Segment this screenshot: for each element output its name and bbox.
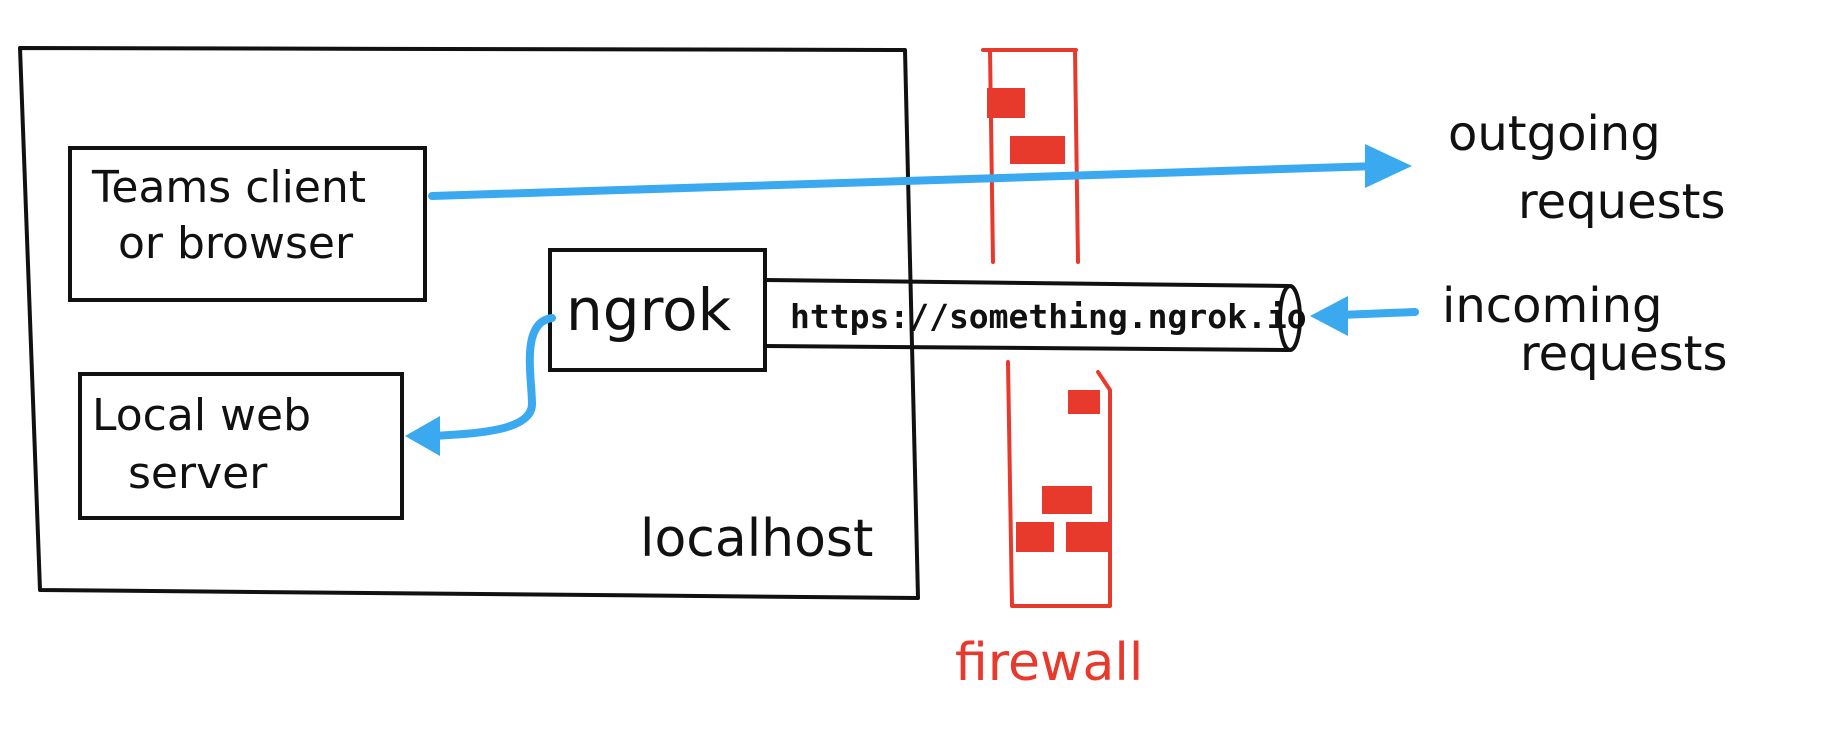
teams-client-label-line1: Teams client	[91, 162, 366, 213]
local-web-server-label-line1: Local web	[92, 390, 311, 441]
outgoing-arrowhead	[1365, 144, 1412, 188]
ngrok-label: ngrok	[566, 276, 732, 344]
outgoing-label-line2: requests	[1518, 174, 1725, 230]
firewall-brick	[1042, 486, 1092, 514]
firewall-brick	[1010, 136, 1065, 164]
ngrok-tunnel-pipe	[763, 278, 1290, 352]
localhost-label: localhost	[640, 509, 873, 569]
localhost-box	[18, 46, 920, 600]
firewall-brick	[987, 88, 1025, 118]
firewall-wall-lower	[1006, 360, 1112, 608]
teams-client-box	[68, 146, 427, 302]
outgoing-arrow-line	[428, 162, 1382, 200]
ngrok-box	[548, 248, 767, 372]
incoming-label-line1: incoming	[1442, 278, 1663, 334]
incoming-label-line2: requests	[1520, 326, 1727, 382]
firewall-brick	[1016, 522, 1054, 552]
tunnel-url-label: https://something.ngrok.io	[790, 297, 1307, 336]
tunnel-pipe-end	[1278, 284, 1302, 352]
incoming-arrowhead	[1310, 296, 1348, 336]
firewall-label: firewall	[955, 633, 1143, 693]
local-web-server-box	[78, 372, 404, 520]
incoming-arrow-line	[1336, 308, 1419, 319]
firewall-brick	[1068, 390, 1100, 414]
firewall-brick	[1066, 522, 1110, 552]
ngrok-to-server-arrow-line	[426, 314, 556, 440]
teams-client-label-line2: or browser	[118, 218, 354, 269]
outgoing-label-line1: outgoing	[1448, 106, 1661, 162]
firewall-wall-upper	[981, 48, 1080, 264]
local-web-server-label-line2: server	[128, 448, 268, 499]
ngrok-to-server-arrowhead	[405, 416, 440, 456]
